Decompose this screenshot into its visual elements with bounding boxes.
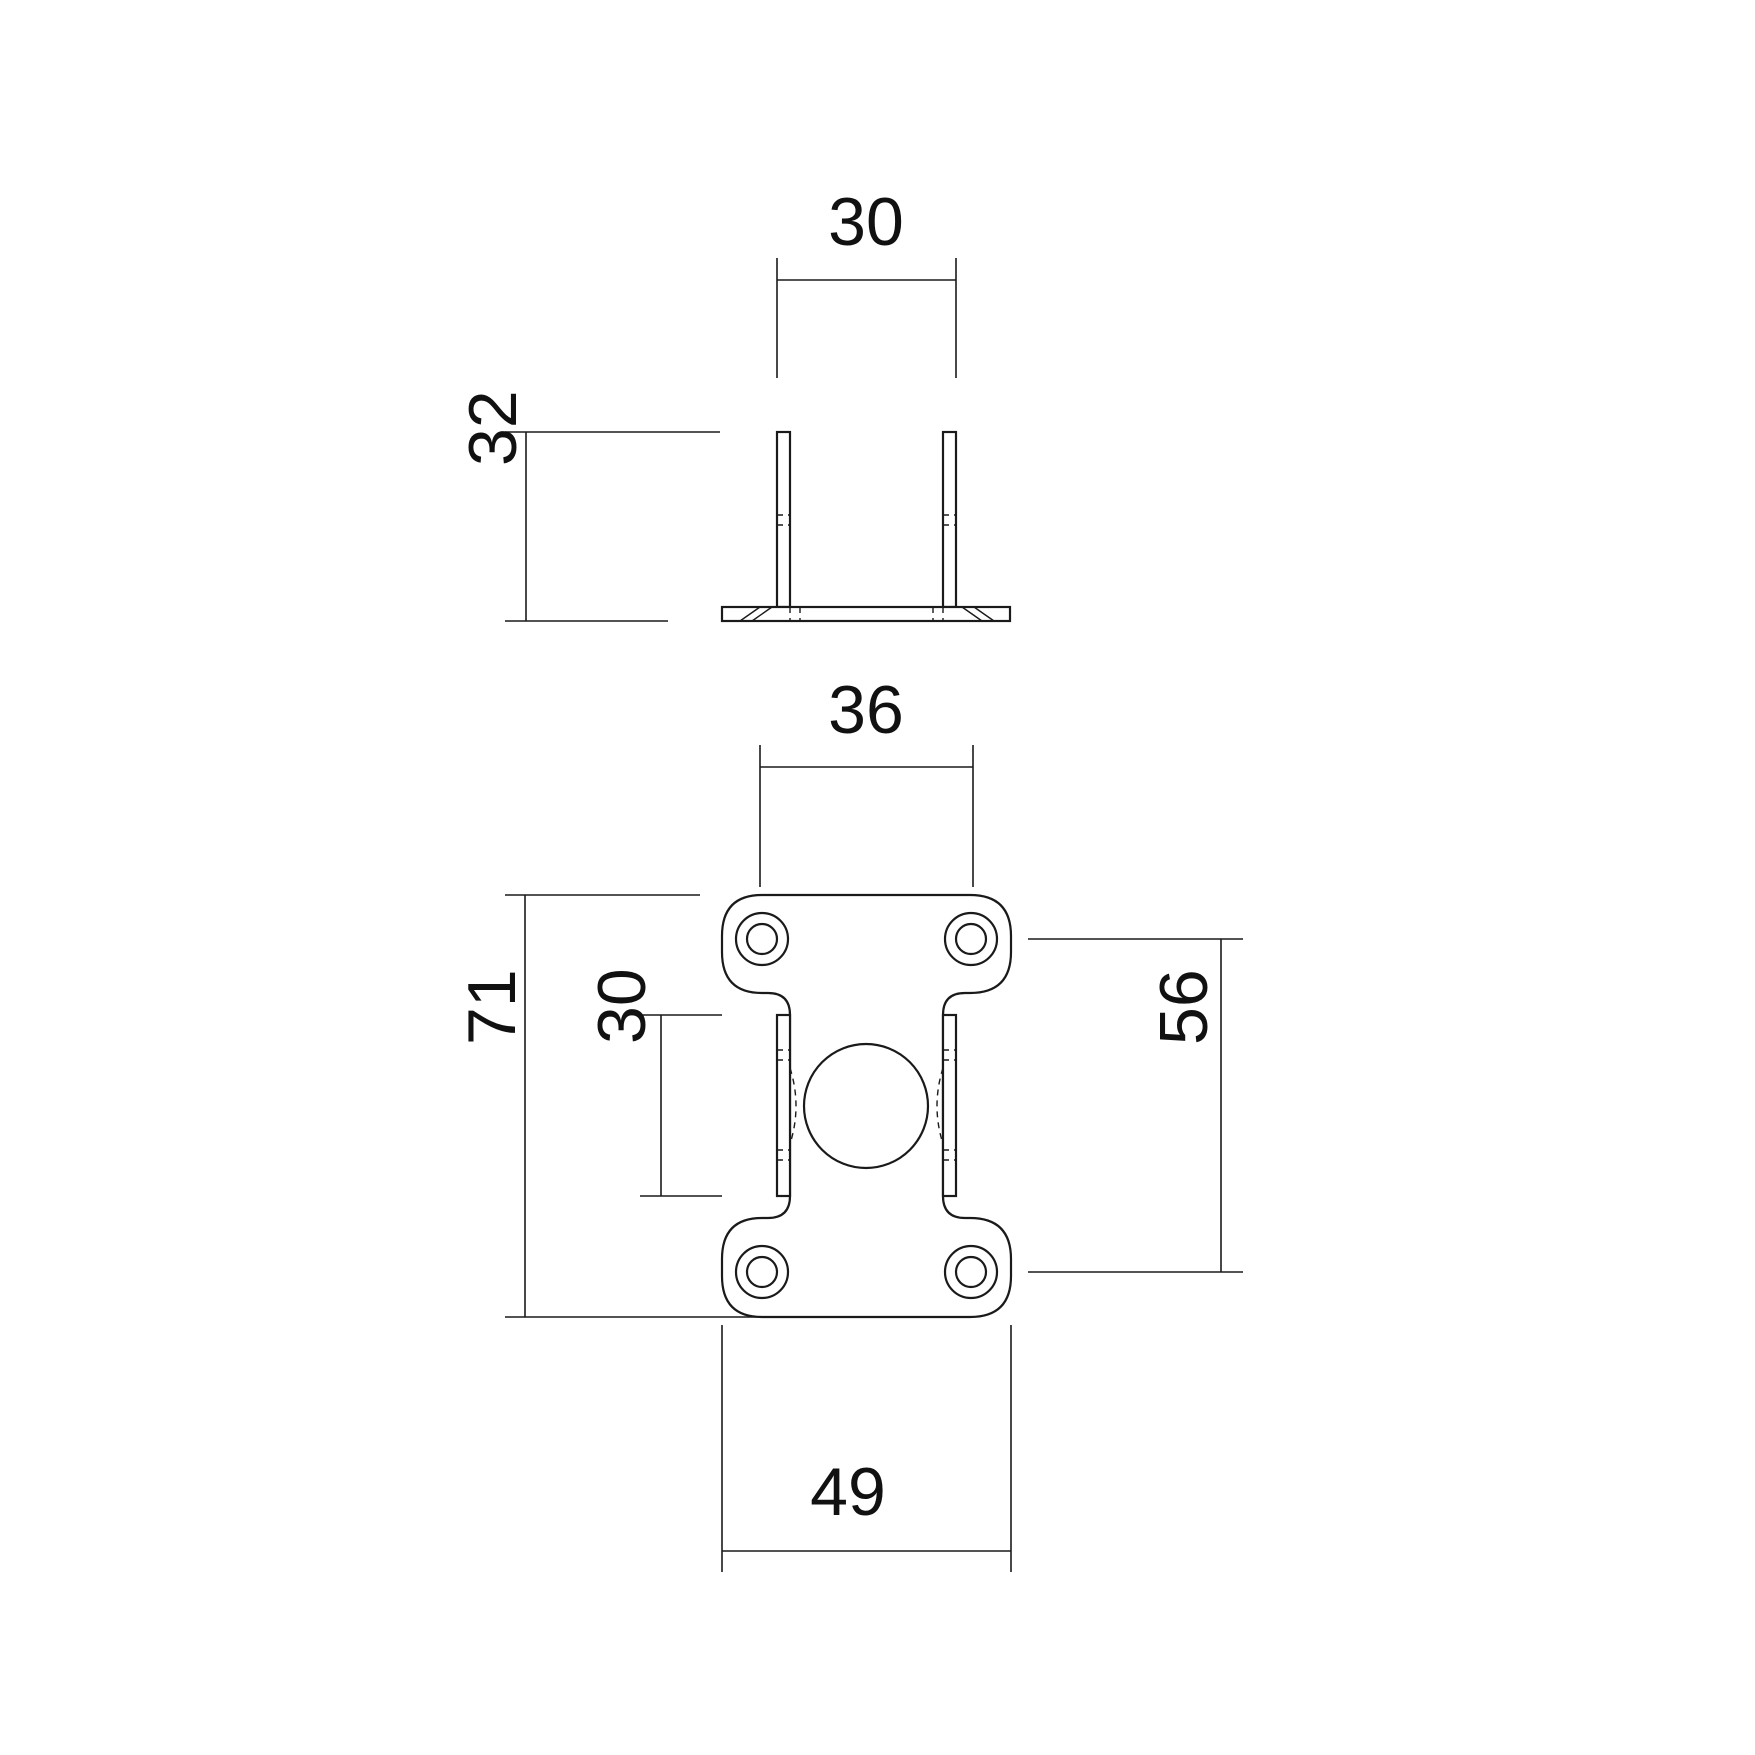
dim-label-56: 56 xyxy=(1146,969,1222,1045)
dim-label-30-top: 30 xyxy=(828,184,904,260)
dim-label-71: 71 xyxy=(454,969,530,1045)
slot-left xyxy=(775,1013,792,1198)
dim-label-32: 32 xyxy=(455,390,531,466)
dim-label-49: 49 xyxy=(810,1454,886,1530)
mounting-holes xyxy=(734,911,999,1300)
dim-label-36: 36 xyxy=(828,672,904,748)
dim-label-30-slot: 30 xyxy=(584,968,660,1044)
side-profile xyxy=(720,430,1012,623)
dimension-hole-spacing: 56 xyxy=(1028,938,1243,1273)
top-view: 36 71 30 56 49 xyxy=(454,672,1243,1572)
dimension-overall-width: 49 xyxy=(721,1325,1012,1572)
dimension-side-height: 32 xyxy=(455,390,720,622)
side-view: 30 32 xyxy=(455,184,1012,623)
dimension-top-inner-width: 36 xyxy=(759,672,974,887)
slot-right xyxy=(941,1013,958,1198)
upright-slots xyxy=(775,1013,958,1198)
dimension-inner-slot-height: 30 xyxy=(584,968,722,1197)
dimension-side-top-width: 30 xyxy=(776,184,957,378)
center-hole xyxy=(802,1042,930,1170)
